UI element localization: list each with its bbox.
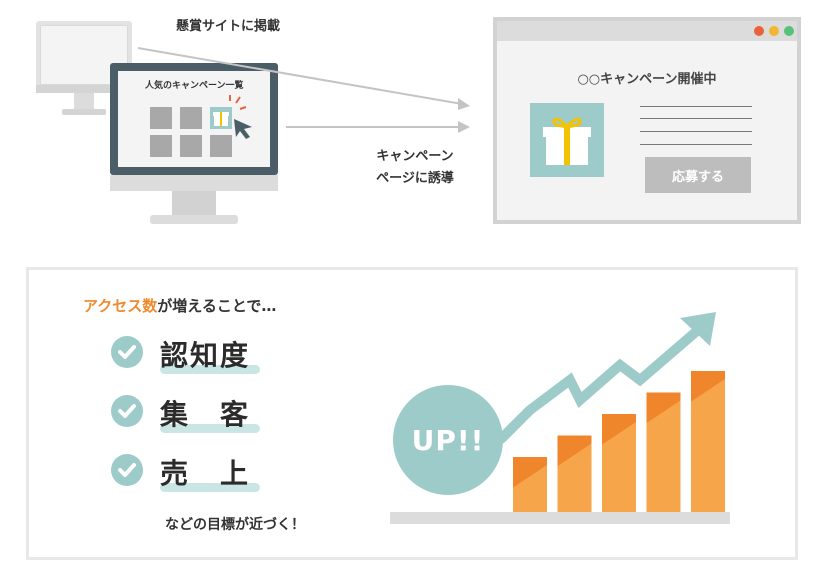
up-badge: UP!!: [393, 385, 503, 495]
check-icon: [111, 454, 143, 486]
chart-bar: [513, 457, 547, 512]
item-awareness: 認知度: [160, 339, 251, 372]
growth-chart: [390, 312, 730, 524]
browser-maximize-dot[interactable]: [784, 26, 794, 36]
growth-arrow-line: [496, 326, 702, 444]
front-monitor-icon: [110, 63, 278, 224]
chart-bar: [557, 435, 592, 512]
chart-bar: [602, 414, 636, 512]
campaign-title: ○○キャンペーン開催中: [577, 72, 717, 87]
check-icon: [111, 395, 143, 427]
item-customers: 集 客: [160, 398, 251, 431]
brush-underline: [160, 365, 260, 374]
chart-bar: [646, 392, 681, 512]
brush-underline: [160, 424, 260, 433]
text-line: [640, 131, 752, 132]
chart-baseline: [390, 512, 730, 524]
brush-underline: [160, 483, 260, 492]
lead-label-line2: ページに誘導: [376, 171, 454, 186]
item-sales: 売 上: [160, 457, 251, 490]
text-line: [640, 106, 752, 107]
ad-listing-label: 懸賞サイトに掲載: [176, 19, 281, 34]
growth-arrow-head: [680, 312, 716, 346]
gift-icon: [543, 117, 591, 165]
headline-accent: アクセス数: [83, 297, 158, 315]
lead-to-campaign-label: キャンペーン ページに誘導: [360, 146, 470, 190]
lead-label-line1: キャンペーン: [376, 149, 454, 164]
chart-bar: [691, 371, 725, 512]
browser-close-dot[interactable]: [754, 26, 764, 36]
flow-arrows: [137, 47, 470, 133]
campaign-browser-window: ○○キャンペーン開催中 応募する: [493, 17, 801, 224]
apply-button[interactable]: 応募する: [645, 157, 751, 193]
headline-rest: が増えることで…: [157, 297, 277, 315]
browser-minimize-dot[interactable]: [769, 26, 779, 36]
headline: アクセス数が増えることで…: [83, 295, 276, 316]
check-icon: [111, 336, 143, 368]
gift-image: [530, 103, 604, 177]
popular-list-title: 人気のキャンペーン一覧: [145, 81, 244, 91]
text-line: [640, 144, 752, 145]
footer-text: などの目標が近づく！: [165, 517, 305, 533]
text-line: [640, 118, 752, 119]
browser-titlebar: [497, 21, 797, 41]
